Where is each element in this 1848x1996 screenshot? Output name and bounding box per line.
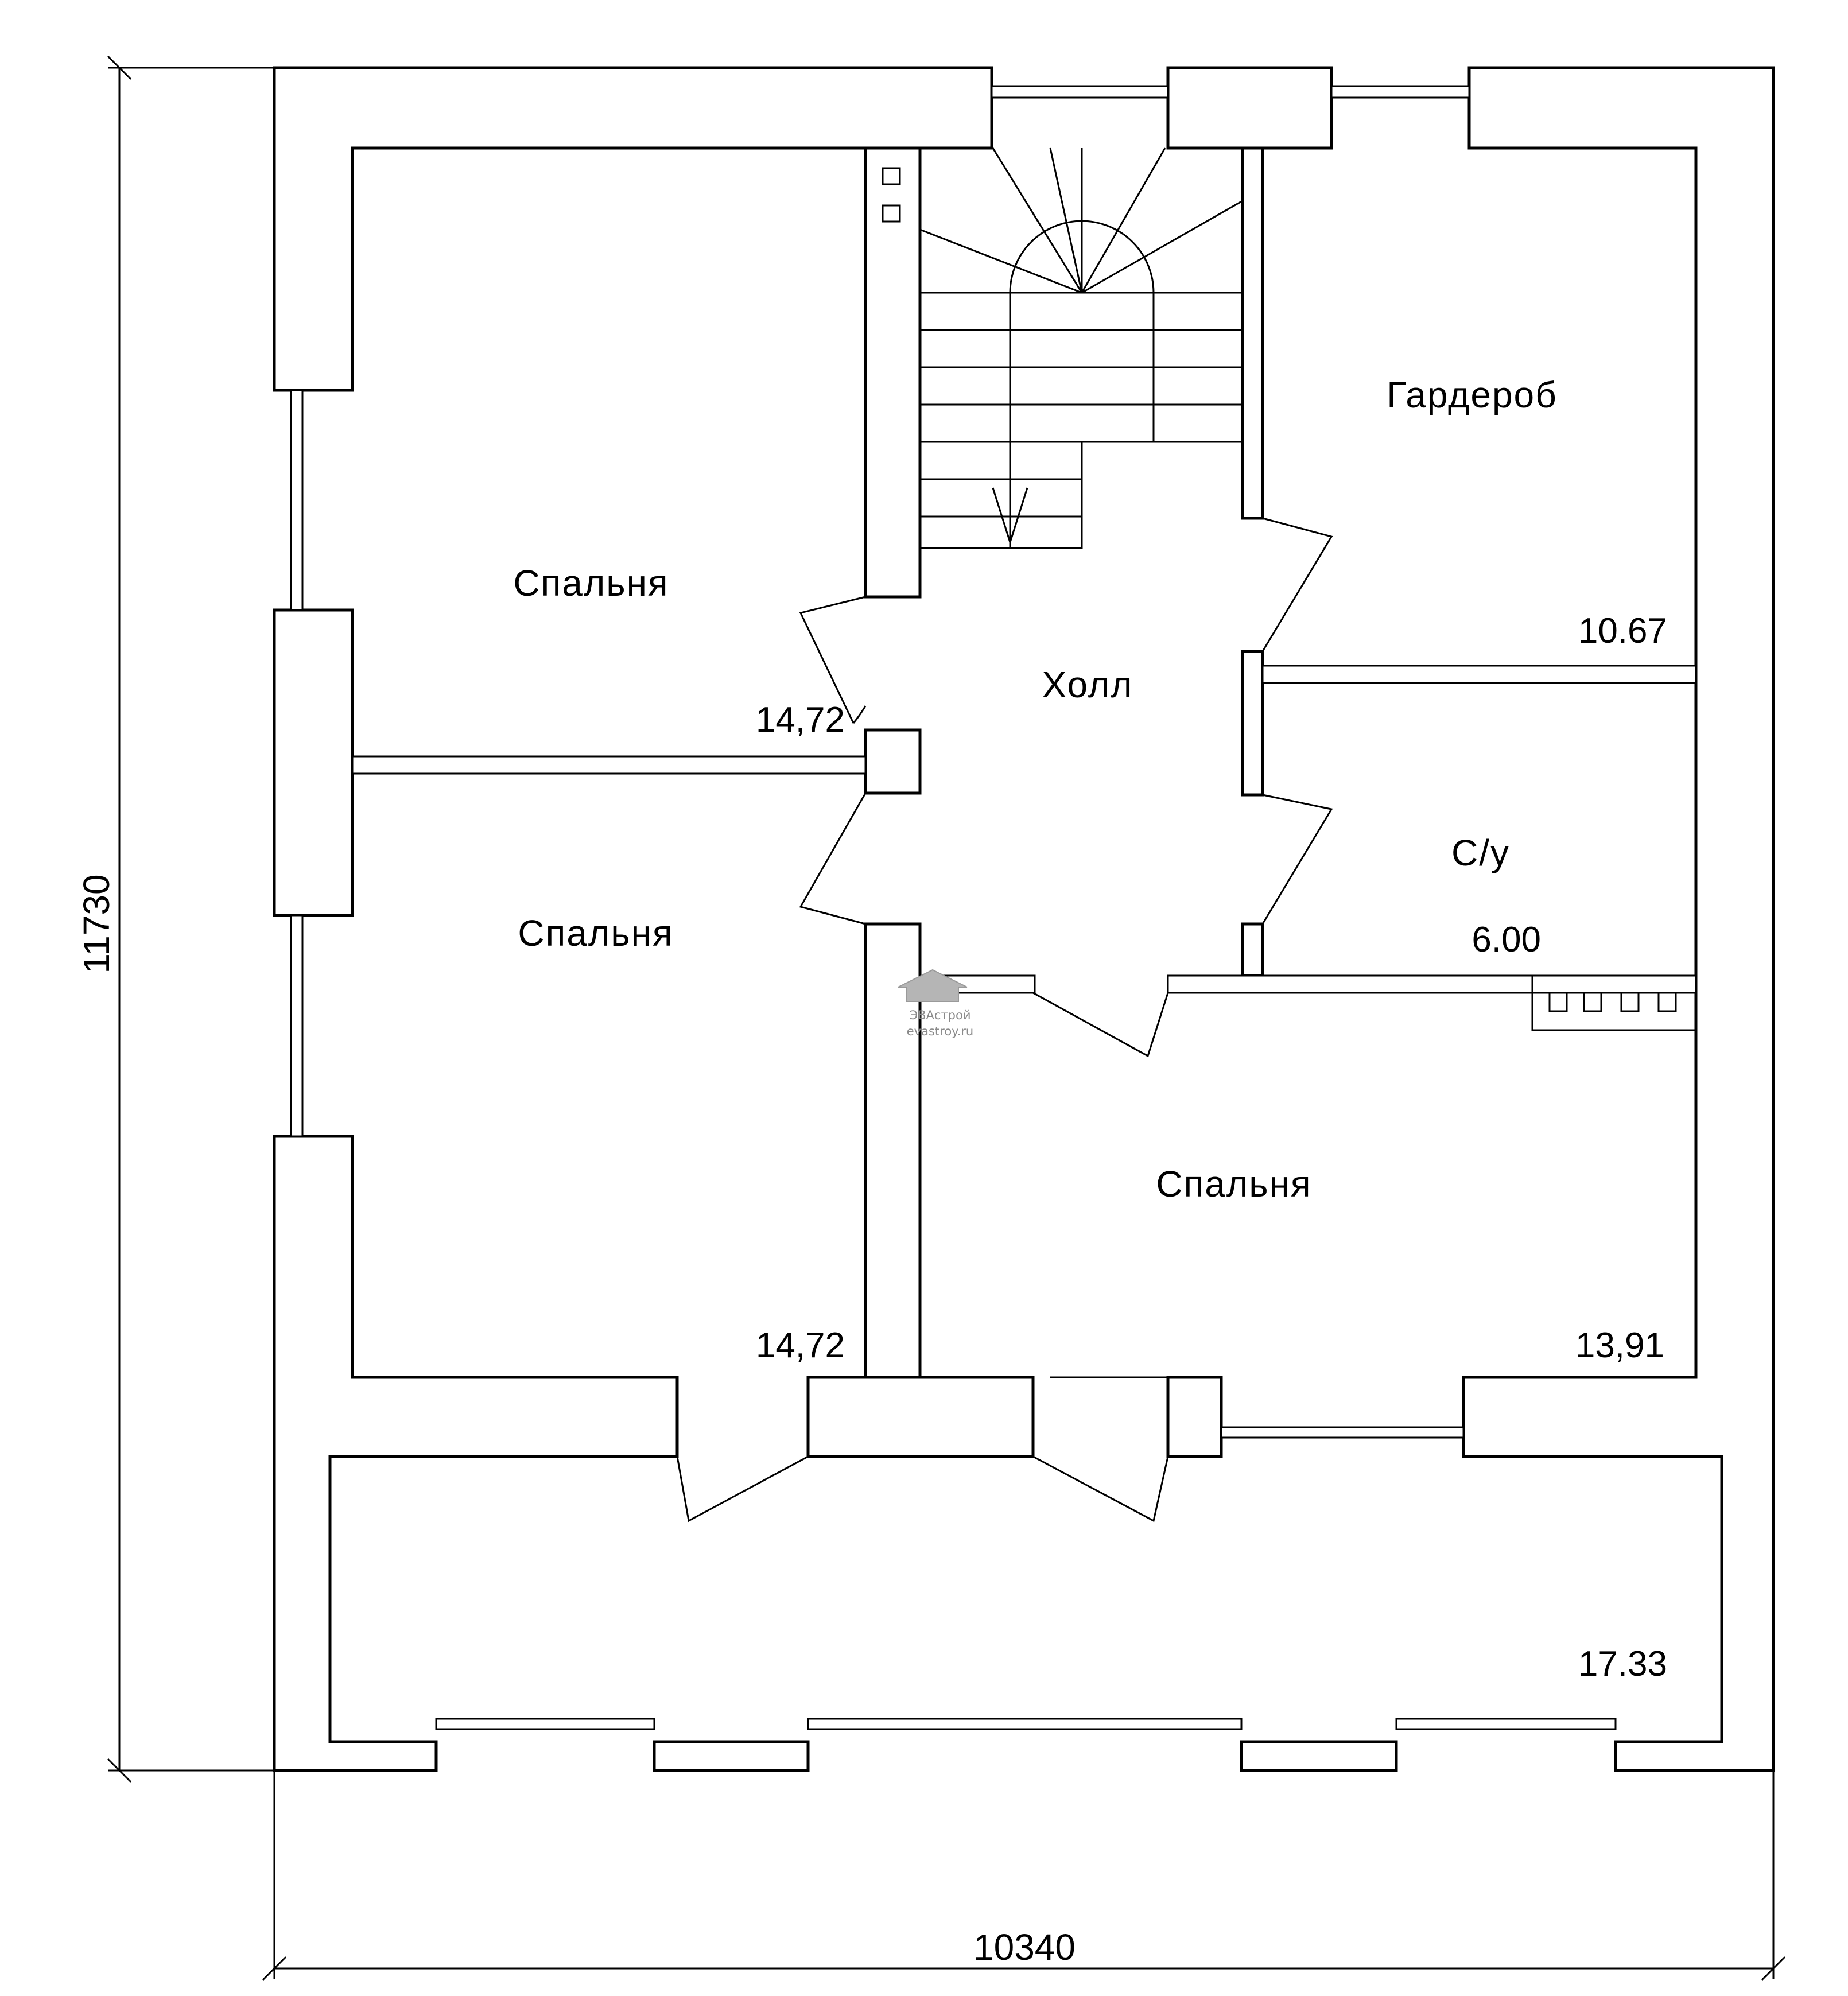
room-name-wardrobe: Гардероб (1387, 374, 1558, 415)
interior-walls (351, 146, 1697, 1379)
room-name-bedroom-right: Спальня (1156, 1163, 1311, 1205)
room-name-hall: Холл (1042, 664, 1133, 705)
staircase (919, 147, 1243, 549)
dimension-lines (107, 55, 1786, 1981)
ventilation-ducts (882, 167, 1697, 1031)
windows (290, 85, 1617, 1730)
doors (676, 517, 1333, 1523)
dimension-width: 10340 (973, 1927, 1076, 1968)
room-name-bedroom-left: Спальня (518, 912, 673, 954)
room-area-bedroom-left: 14,72 (756, 1326, 845, 1365)
watermark-house-icon (898, 969, 968, 1002)
watermark: ЭВАстрой evastroy.ru (898, 969, 973, 1038)
window-top-1 (991, 85, 1169, 99)
window-top-2 (1330, 85, 1470, 99)
room-name-bedroom-top-left: Спальня (513, 562, 669, 604)
room-area-bathroom: 6.00 (1472, 920, 1541, 960)
watermark-url: evastroy.ru (907, 1024, 973, 1038)
room-area-bedroom-right: 13,91 (1575, 1326, 1664, 1365)
room-area-terrace: 17.33 (1578, 1644, 1667, 1684)
window-bedroom-right (1220, 1426, 1465, 1439)
window-bottom-3 (1395, 1718, 1617, 1730)
window-bottom-2 (807, 1718, 1243, 1730)
room-area-wardrobe: 10.67 (1578, 611, 1667, 651)
window-left-1 (290, 389, 304, 611)
dimension-height: 11730 (76, 874, 117, 973)
watermark-name: ЭВАстрой (909, 1008, 970, 1022)
window-bottom-1 (435, 1718, 655, 1730)
room-area-bedroom-top-left: 14,72 (756, 700, 845, 740)
exterior-walls (273, 66, 1775, 1772)
room-name-bathroom: С/у (1451, 832, 1510, 873)
window-left-2 (290, 914, 304, 1137)
